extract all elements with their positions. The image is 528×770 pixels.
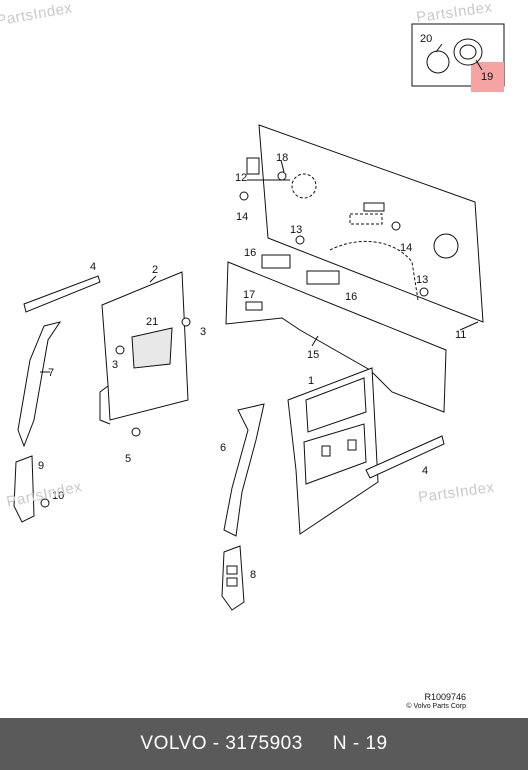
footer-bar: VOLVO - 3175903 N - 19: [0, 718, 528, 770]
part-20-cap: [426, 50, 450, 74]
callout-17: 17: [243, 289, 255, 301]
callout-9: 9: [38, 460, 44, 472]
reference-copyright: © Volvo Parts Corp: [406, 703, 466, 710]
callout-6: 6: [220, 442, 226, 454]
part-4-rail-2: [365, 435, 445, 479]
part-14-screw: [239, 191, 249, 201]
part-18-clip: [277, 171, 287, 181]
parts-diagram: 20 19 11 12 18 14 13 14 13 16 16 17 15 2…: [13, 23, 505, 611]
callout-18: 18: [276, 152, 288, 164]
part-19-grommet: [453, 38, 483, 66]
callout-14b: 14: [400, 242, 412, 254]
part-12-bracket: [246, 157, 260, 175]
callout-13b: 13: [416, 274, 428, 286]
callout-13a: 13: [290, 224, 302, 236]
part-14-screw-2: [391, 221, 401, 231]
callout-21: 21: [146, 316, 158, 328]
callout-2: 2: [152, 264, 158, 276]
part-10-screw: [40, 498, 50, 508]
callout-19-highlight[interactable]: [471, 62, 504, 92]
callout-12: 12: [235, 172, 247, 184]
part-16-pad-2: [306, 270, 340, 285]
callout-19[interactable]: 19: [481, 71, 493, 83]
reference-code: R1009746: [424, 692, 466, 702]
part-1-upper-window: [305, 377, 367, 433]
footer-position: N - 19: [332, 733, 388, 754]
callout-8: 8: [250, 569, 256, 581]
part-9-lower-trim: [13, 455, 35, 523]
callout-16b: 16: [345, 291, 357, 303]
footer-part-number: VOLVO - 3175903: [140, 733, 303, 754]
part-4-rail: [23, 275, 101, 313]
reference-block: R1009746 © Volvo Parts Corp: [406, 692, 466, 712]
part-13-screw-2: [419, 287, 429, 297]
inset-frame: [411, 23, 505, 87]
callout-11: 11: [455, 329, 466, 341]
callout-4a: 4: [90, 261, 96, 273]
part-3-screw-2: [115, 345, 125, 355]
callout-7: 7: [48, 367, 54, 379]
callout-16a: 16: [244, 247, 256, 259]
callout-20: 20: [420, 33, 432, 45]
part-6-pillar: [223, 403, 265, 537]
part-13-screw: [295, 235, 305, 245]
part-3-screw: [181, 317, 191, 327]
callout-3a: 3: [200, 326, 206, 338]
callout-1: 1: [308, 375, 314, 387]
part-16-pad: [261, 254, 291, 269]
callout-10: 10: [52, 490, 64, 502]
exploded-view: 20 19 11 12 18 14 13 14 13 16 16 17 15 2…: [13, 23, 505, 611]
part-1-lower-window: [303, 423, 367, 485]
callout-3b: 3: [112, 359, 118, 371]
part-5-screw: [131, 427, 141, 437]
part-7-pillar-trim: [17, 321, 62, 448]
callout-5: 5: [125, 453, 131, 465]
callout-15: 15: [307, 349, 319, 361]
part-21-net: [131, 327, 173, 369]
callout-14a: 14: [236, 211, 248, 223]
callout-4b: 4: [422, 465, 428, 477]
